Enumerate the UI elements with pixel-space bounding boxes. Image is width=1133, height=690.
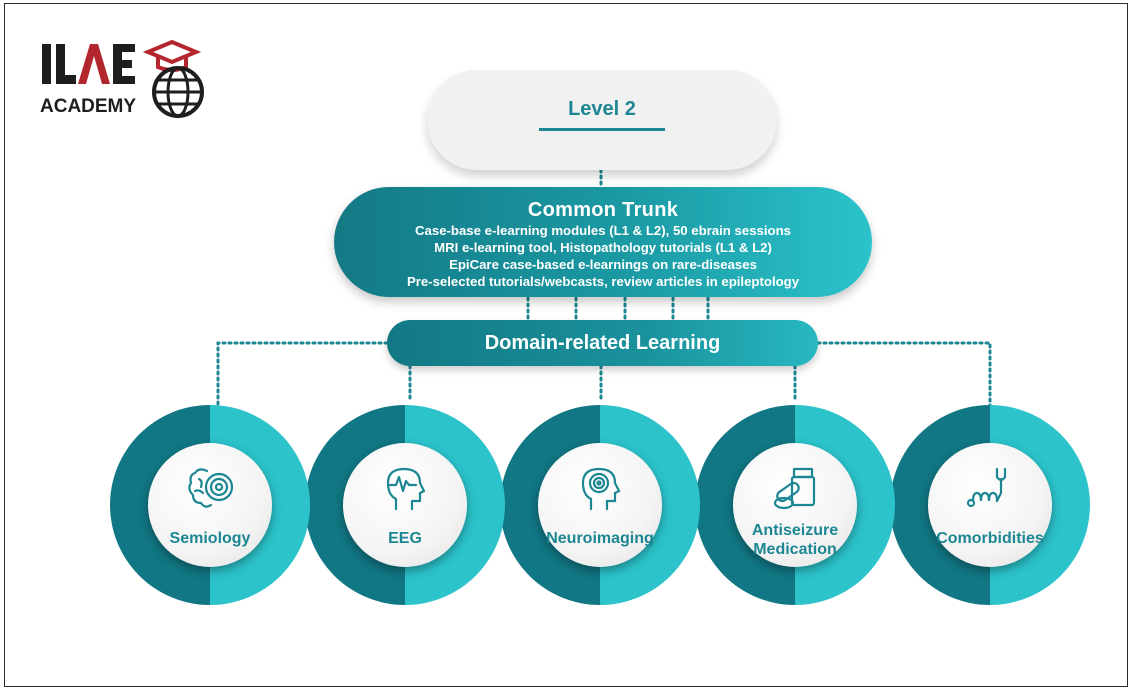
- circle-disc: Neuroimaging: [538, 443, 662, 567]
- common-trunk-line: Case-base e-learning modules (L1 & L2), …: [415, 223, 791, 238]
- circle-disc: EEG: [343, 443, 467, 567]
- level-title: Level 2: [568, 98, 636, 120]
- domain-label: EEG: [388, 530, 422, 547]
- domain-related-learning-pill: Domain-related Learning: [387, 320, 818, 366]
- domain-label: Neuroimaging: [546, 530, 654, 547]
- ilae-academy-logo: ACADEMY: [40, 39, 220, 120]
- domain-label: Semiology: [169, 530, 251, 547]
- common-trunk-title: Common Trunk: [527, 199, 679, 221]
- common-trunk-pill: Common Trunk Case-base e-learning module…: [334, 187, 872, 297]
- domain-circle-comorbidities: Comorbidities: [890, 405, 1090, 605]
- logo-academy-text: ACADEMY: [40, 96, 137, 117]
- common-trunk-line: MRI e-learning tool, Histopathology tuto…: [434, 240, 772, 255]
- pills-icon: [773, 467, 816, 510]
- circle-disc: Semiology: [148, 443, 272, 567]
- logo-mark: [42, 39, 204, 118]
- domain-circle-semiology: Semiology: [110, 405, 310, 605]
- circle-disc: Comorbidities: [928, 443, 1052, 567]
- domain-circle-eeg: EEG: [305, 405, 505, 605]
- head-scan-icon: [581, 467, 621, 511]
- domain-circle-antiseizure-medication: Antiseizure Medication: [695, 405, 895, 605]
- brain-target-icon: [188, 468, 234, 508]
- head-eeg-icon: [386, 467, 426, 511]
- domain-label: Antiseizure Medication: [751, 522, 839, 558]
- domain-circle-neuroimaging: Neuroimaging: [500, 405, 700, 605]
- stethoscope-icon: [966, 467, 1007, 508]
- level-underline: [539, 128, 665, 131]
- level-pill: Level 2: [427, 70, 777, 170]
- domain-label: Comorbidities: [936, 530, 1044, 547]
- common-trunk-line: EpiCare case-based e-learnings on rare-d…: [449, 257, 757, 272]
- circle-disc: Antiseizure Medication: [733, 443, 857, 567]
- common-trunk-line: Pre-selected tutorials/webcasts, review …: [406, 274, 800, 289]
